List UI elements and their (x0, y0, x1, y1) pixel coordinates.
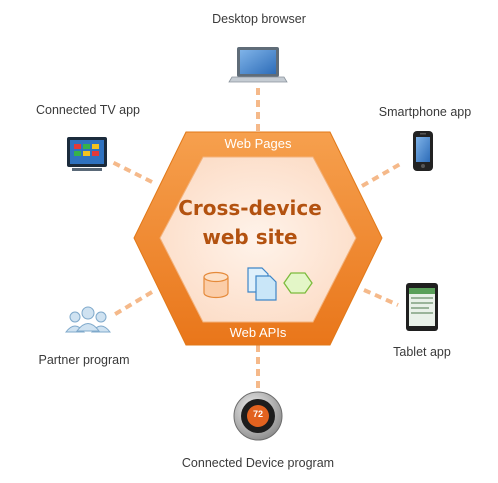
connected-tv-label: Connected TV app (35, 103, 140, 117)
tablet-icon (406, 283, 438, 331)
connected-device-label: Connected Device program (181, 456, 335, 470)
hub-title: Cross-device web site (150, 194, 350, 252)
hub-title-line2: web site (202, 225, 298, 249)
hexagon-icon (283, 272, 313, 294)
tablet-app-label: Tablet app (393, 345, 451, 359)
connectors (110, 88, 403, 392)
thermostat-icon (233, 391, 283, 441)
connector-tv (111, 160, 153, 184)
web-apis-label: Web APIs (229, 325, 287, 340)
partner-program-label: Partner program (38, 353, 130, 367)
hub-title-line1: Cross-device (178, 196, 322, 220)
thermostat-display: 72 (252, 409, 263, 419)
database-icon (203, 271, 229, 299)
documents-icon (247, 267, 277, 301)
people-icon (64, 306, 112, 333)
connector-smartphone (361, 161, 403, 188)
tv-icon (67, 137, 107, 171)
smartphone-icon (413, 131, 433, 171)
smartphone-app-label: Smartphone app (378, 105, 472, 119)
desktop-browser-label: Desktop browser (212, 12, 306, 26)
connector-partner (110, 290, 154, 318)
connector-tablet (363, 288, 399, 307)
laptop-icon (228, 47, 288, 83)
web-pages-label: Web Pages (224, 136, 292, 151)
